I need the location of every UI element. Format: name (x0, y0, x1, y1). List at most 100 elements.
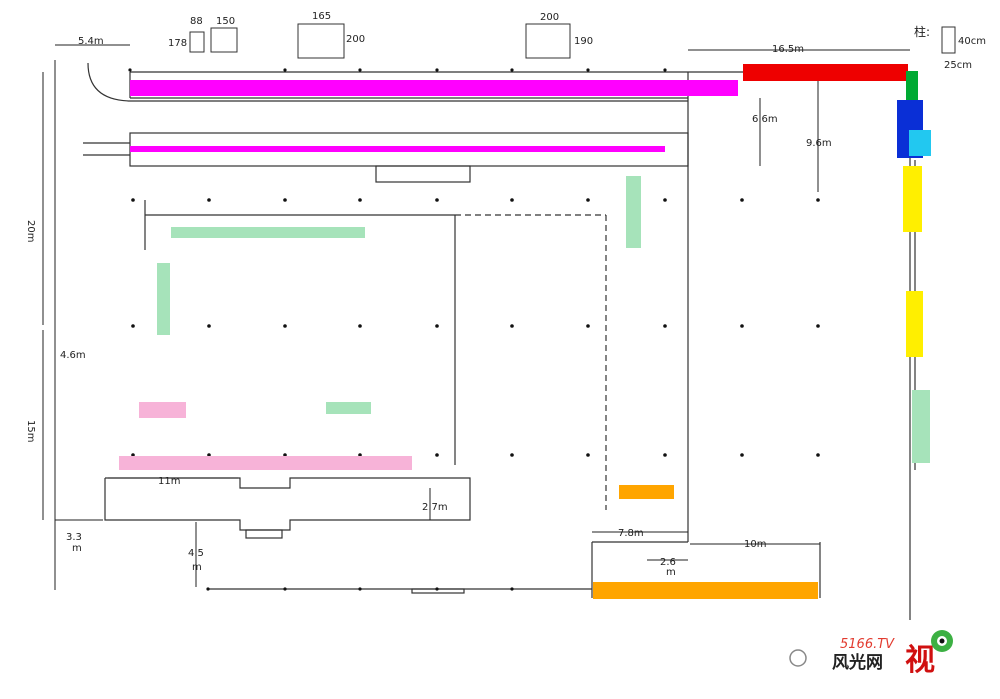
wechat-icon (789, 649, 807, 667)
label-fixture-c: 150 (216, 16, 235, 27)
label-27: 2.7m (422, 502, 448, 513)
column-dot (131, 453, 135, 457)
label-33-unit: m (72, 543, 82, 554)
mint-block-right (912, 390, 930, 463)
column-dot (206, 587, 210, 591)
top-fixtures (189, 23, 956, 59)
column-dot (586, 198, 590, 202)
column-dot (816, 324, 820, 328)
mint-bar-left (157, 263, 170, 335)
label-45-unit: m (192, 562, 202, 573)
magenta-bar-corridor (130, 146, 665, 152)
watermark: 5166.TV 风光网 视 (789, 630, 953, 678)
column-legend-box (941, 26, 956, 54)
fixture-c (210, 27, 238, 53)
column-dot (816, 198, 820, 202)
label-10m: 10m (744, 539, 766, 550)
column-dot (586, 453, 590, 457)
column-dot (358, 587, 362, 591)
watermark-char: 视 (905, 643, 935, 678)
column-dot (435, 198, 439, 202)
label-33: 3.3 (66, 532, 82, 543)
fixture-e (525, 23, 571, 59)
label-46: 4.6m (60, 350, 86, 361)
magenta-bar-top (130, 80, 738, 96)
mint-block-small (326, 402, 371, 414)
column-dot (435, 68, 439, 72)
lower-block (104, 477, 471, 531)
column-dot (283, 324, 287, 328)
fixture-d (297, 23, 345, 59)
label-fixture-e: 200 (540, 12, 559, 23)
column-dot (740, 324, 744, 328)
label-fixture-b: 88 (190, 16, 203, 27)
column-dot (740, 453, 744, 457)
cyan-block (909, 130, 931, 156)
label-96: 9.6m (806, 138, 832, 149)
label-78: 7.8m (618, 528, 644, 539)
labels: 5.4m 16.5m 6.6m 9.6m 20m 4.6m 15m 3.3 m … (25, 11, 986, 578)
column-dot (131, 324, 135, 328)
column-dot (283, 587, 287, 591)
label-15m: 15m (25, 420, 36, 442)
column-dot (283, 453, 287, 457)
column-dot (283, 68, 287, 72)
label-26-unit: m (666, 567, 676, 578)
red-bar (743, 64, 908, 81)
column-dot (435, 324, 439, 328)
label-column-height: 40cm (958, 36, 986, 47)
column-dot (663, 324, 667, 328)
eye-icon-pupil (939, 638, 945, 644)
colored-elements (119, 64, 931, 599)
label-top-left: 5.4m (78, 36, 104, 47)
column-dot (358, 453, 362, 457)
column-dot (586, 68, 590, 72)
column-dot (207, 324, 211, 328)
column-dot (131, 198, 135, 202)
orange-bar (593, 582, 818, 599)
column-dot (510, 453, 514, 457)
watermark-brand: 风光网 (832, 652, 883, 673)
label-column: 柱: (914, 24, 930, 39)
column-dot (510, 68, 514, 72)
column-dot (358, 198, 362, 202)
label-26: 2.6 (660, 557, 676, 568)
pink-block-small (139, 402, 186, 418)
column-dots (128, 68, 820, 591)
label-top-right: 16.5m (772, 44, 804, 55)
column-dot (510, 324, 514, 328)
mint-bar-center (626, 176, 641, 248)
label-fixture-e-height: 190 (574, 36, 593, 47)
label-fixture-a: 178 (168, 38, 187, 49)
lower-block-tab (245, 529, 283, 539)
column-dot (128, 68, 132, 72)
column-dot (663, 68, 667, 72)
column-dot (283, 198, 287, 202)
column-dot (207, 453, 211, 457)
label-fixture-d-height: 200 (346, 34, 365, 45)
column-dot (358, 68, 362, 72)
dimension-lines (42, 44, 910, 590)
column-dot (740, 198, 744, 202)
label-20m: 20m (25, 220, 36, 242)
column-dot (207, 198, 211, 202)
column-dot (510, 587, 514, 591)
column-dot (586, 324, 590, 328)
column-dot (435, 587, 439, 591)
column-dot (510, 198, 514, 202)
label-fixture-d: 165 (312, 11, 331, 22)
label-66: 6.6m (752, 114, 778, 125)
column-dot (358, 324, 362, 328)
column-dot (816, 453, 820, 457)
yellow-block-bottom (906, 291, 923, 357)
label-45: 4.5 (188, 548, 204, 559)
yellow-block-top (903, 166, 922, 232)
watermark-logo: 5166.TV (840, 637, 895, 652)
label-column-width: 25cm (944, 60, 972, 71)
entry-curve (87, 62, 688, 102)
mint-bar-top (171, 227, 365, 238)
green-block (906, 71, 918, 101)
corridor-door (375, 165, 471, 183)
pink-bar (119, 456, 412, 470)
